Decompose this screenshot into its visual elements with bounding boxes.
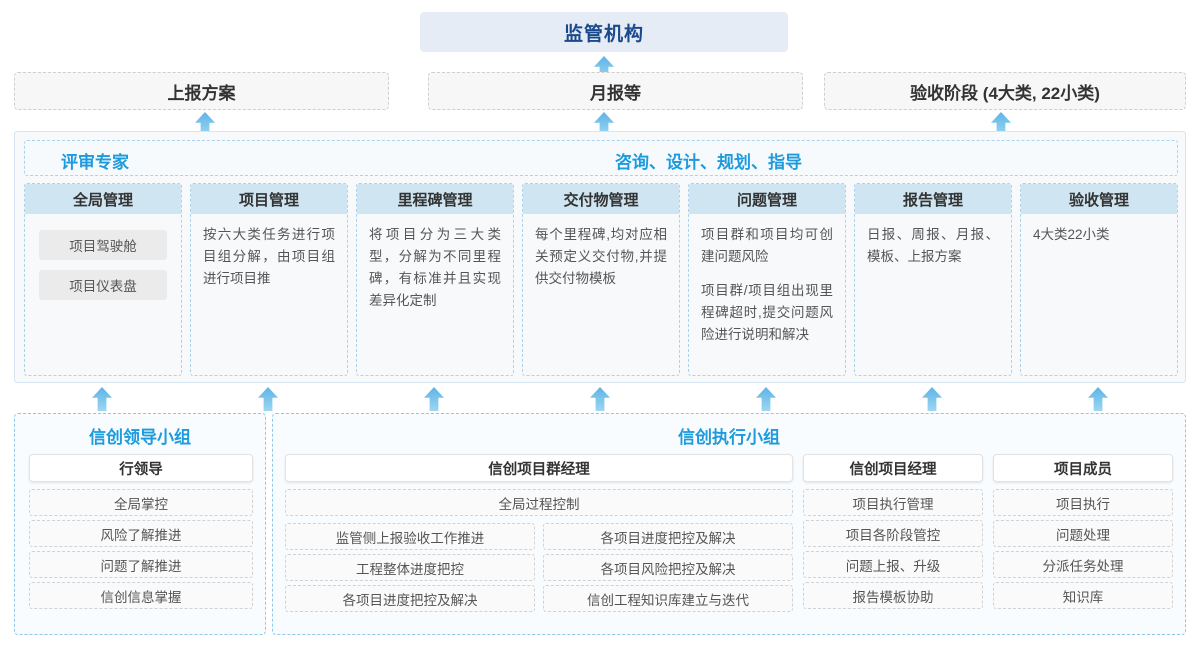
task-item[interactable]: 分派任务处理 xyxy=(993,551,1173,578)
task-item[interactable]: 各项目风险把控及解决 xyxy=(543,554,793,581)
arrow-up-col-2 xyxy=(258,387,278,411)
column-body: 项目群和项目均可创建问题风险 项目群/项目组出现里程碑超时,提交问题风险进行说明… xyxy=(689,214,845,346)
arrow-up-col-6 xyxy=(922,387,942,411)
column-paragraph: 项目群/项目组出现里程碑超时,提交问题风险进行说明和解决 xyxy=(701,283,833,342)
arrow-up-col-5 xyxy=(756,387,776,411)
report-box-monthly: 月报等 xyxy=(428,72,803,110)
regulator-label: 监管机构 xyxy=(563,23,644,45)
column-global-management[interactable]: 全局管理 项目驾驶舱 项目仪表盘 xyxy=(24,183,182,376)
pill-item[interactable]: 项目仪表盘 xyxy=(39,270,167,300)
task-item[interactable]: 信创信息掌握 xyxy=(29,582,253,609)
task-item[interactable]: 监管侧上报验收工作推进 xyxy=(285,523,535,550)
column-title: 全局管理 xyxy=(25,184,181,214)
task-item[interactable]: 知识库 xyxy=(993,582,1173,609)
task-item[interactable]: 各项目进度把控及解决 xyxy=(543,523,793,550)
task-item[interactable]: 报告模板协助 xyxy=(803,582,983,609)
column-body: 将项目分为三大类型，分解为不同里程碑，有标准并且实现差异化定制 xyxy=(357,214,513,312)
task-item-full[interactable]: 全局过程控制 xyxy=(285,489,793,516)
task-item[interactable]: 问题了解推进 xyxy=(29,551,253,578)
column-paragraph: 每个里程碑,均对应相关预定义交付物,并提供交付物模板 xyxy=(535,227,667,286)
task-item[interactable]: 各项目进度把控及解决 xyxy=(285,585,535,612)
task-item[interactable]: 项目各阶段管控 xyxy=(803,520,983,547)
consulting-header: 评审专家 咨询、设计、规划、指导 xyxy=(24,140,1178,176)
execution-group: 信创执行小组 信创项目群经理 全局过程控制 监管侧上报验收工作推进 工程整体进度… xyxy=(272,413,1186,635)
column-title: 报告管理 xyxy=(855,184,1011,214)
report-row: 上报方案 月报等 验收阶段 (4大类, 22小类) xyxy=(14,72,1186,110)
column-body: 按六大类任务进行项目组分解，由项目组进行项目推 xyxy=(191,214,347,290)
management-columns: 全局管理 项目驾驶舱 项目仪表盘 项目管理 按六大类任务进行项目组分解，由项目组… xyxy=(24,183,1178,376)
column-paragraph: 将项目分为三大类型，分解为不同里程碑，有标准并且实现差异化定制 xyxy=(369,227,501,308)
task-item[interactable]: 全局掌控 xyxy=(29,489,253,516)
task-item[interactable]: 项目执行管理 xyxy=(803,489,983,516)
review-expert-label: 评审专家 xyxy=(61,153,129,172)
column-title: 问题管理 xyxy=(689,184,845,214)
column-paragraph: 日报、周报、月报、模板、上报方案 xyxy=(867,227,999,264)
column-body: 日报、周报、月报、模板、上报方案 xyxy=(855,214,1011,268)
column-issue-management[interactable]: 问题管理 项目群和项目均可创建问题风险 项目群/项目组出现里程碑超时,提交问题风… xyxy=(688,183,846,376)
role-header-bank-leader[interactable]: 行领导 xyxy=(29,454,253,482)
column-title: 验收管理 xyxy=(1021,184,1177,214)
column-paragraph: 按六大类任务进行项目组分解，由项目组进行项目推 xyxy=(203,227,335,286)
pill-item[interactable]: 项目驾驶舱 xyxy=(39,230,167,260)
column-body: 项目驾驶舱 项目仪表盘 xyxy=(25,214,181,300)
report-box-plan-label: 上报方案 xyxy=(167,83,236,103)
column-deliverable-management[interactable]: 交付物管理 每个里程碑,均对应相关预定义交付物,并提供交付物模板 xyxy=(522,183,680,376)
column-project-management[interactable]: 项目管理 按六大类任务进行项目组分解，由项目组进行项目推 xyxy=(190,183,348,376)
role-header-program-manager[interactable]: 信创项目群经理 xyxy=(285,454,793,482)
consulting-label: 咨询、设计、规划、指导 xyxy=(615,153,802,172)
column-milestone-management[interactable]: 里程碑管理 将项目分为三大类型，分解为不同里程碑，有标准并且实现差异化定制 xyxy=(356,183,514,376)
regulator-banner: 监管机构 xyxy=(420,12,788,52)
column-acceptance-management[interactable]: 验收管理 4大类22小类 xyxy=(1020,183,1178,376)
column-body: 4大类22小类 xyxy=(1021,214,1177,246)
column-report-management[interactable]: 报告管理 日报、周报、月报、模板、上报方案 xyxy=(854,183,1012,376)
column-title: 项目管理 xyxy=(191,184,347,214)
task-item[interactable]: 信创工程知识库建立与迭代 xyxy=(543,585,793,612)
role-header-project-member[interactable]: 项目成员 xyxy=(993,454,1173,482)
column-paragraph: 4大类22小类 xyxy=(1033,227,1110,242)
arrow-up-col-4 xyxy=(590,387,610,411)
task-item[interactable]: 问题处理 xyxy=(993,520,1173,547)
report-box-monthly-label: 月报等 xyxy=(590,83,641,103)
column-paragraph: 项目群和项目均可创建问题风险 xyxy=(701,227,833,264)
leading-group-title: 信创领导小组 xyxy=(89,428,191,447)
execution-group-title: 信创执行小组 xyxy=(678,428,780,447)
leading-group: 信创领导小组 行领导 全局掌控 风险了解推进 问题了解推进 信创信息掌握 xyxy=(14,413,266,635)
column-title: 里程碑管理 xyxy=(357,184,513,214)
report-box-acceptance: 验收阶段 (4大类, 22小类) xyxy=(824,72,1186,110)
arrow-up-col-7 xyxy=(1088,387,1108,411)
task-item[interactable]: 风险了解推进 xyxy=(29,520,253,547)
consulting-section: 评审专家 咨询、设计、规划、指导 全局管理 项目驾驶舱 项目仪表盘 项目管理 按… xyxy=(14,131,1186,383)
task-item[interactable]: 工程整体进度把控 xyxy=(285,554,535,581)
role-header-project-manager[interactable]: 信创项目经理 xyxy=(803,454,983,482)
task-item[interactable]: 项目执行 xyxy=(993,489,1173,516)
report-box-acceptance-label: 验收阶段 (4大类, 22小类) xyxy=(910,83,1100,103)
arrow-up-col-3 xyxy=(424,387,444,411)
report-box-plan: 上报方案 xyxy=(14,72,389,110)
column-body: 每个里程碑,均对应相关预定义交付物,并提供交付物模板 xyxy=(523,214,679,290)
column-title: 交付物管理 xyxy=(523,184,679,214)
arrow-up-col-1 xyxy=(92,387,112,411)
task-item[interactable]: 问题上报、升级 xyxy=(803,551,983,578)
